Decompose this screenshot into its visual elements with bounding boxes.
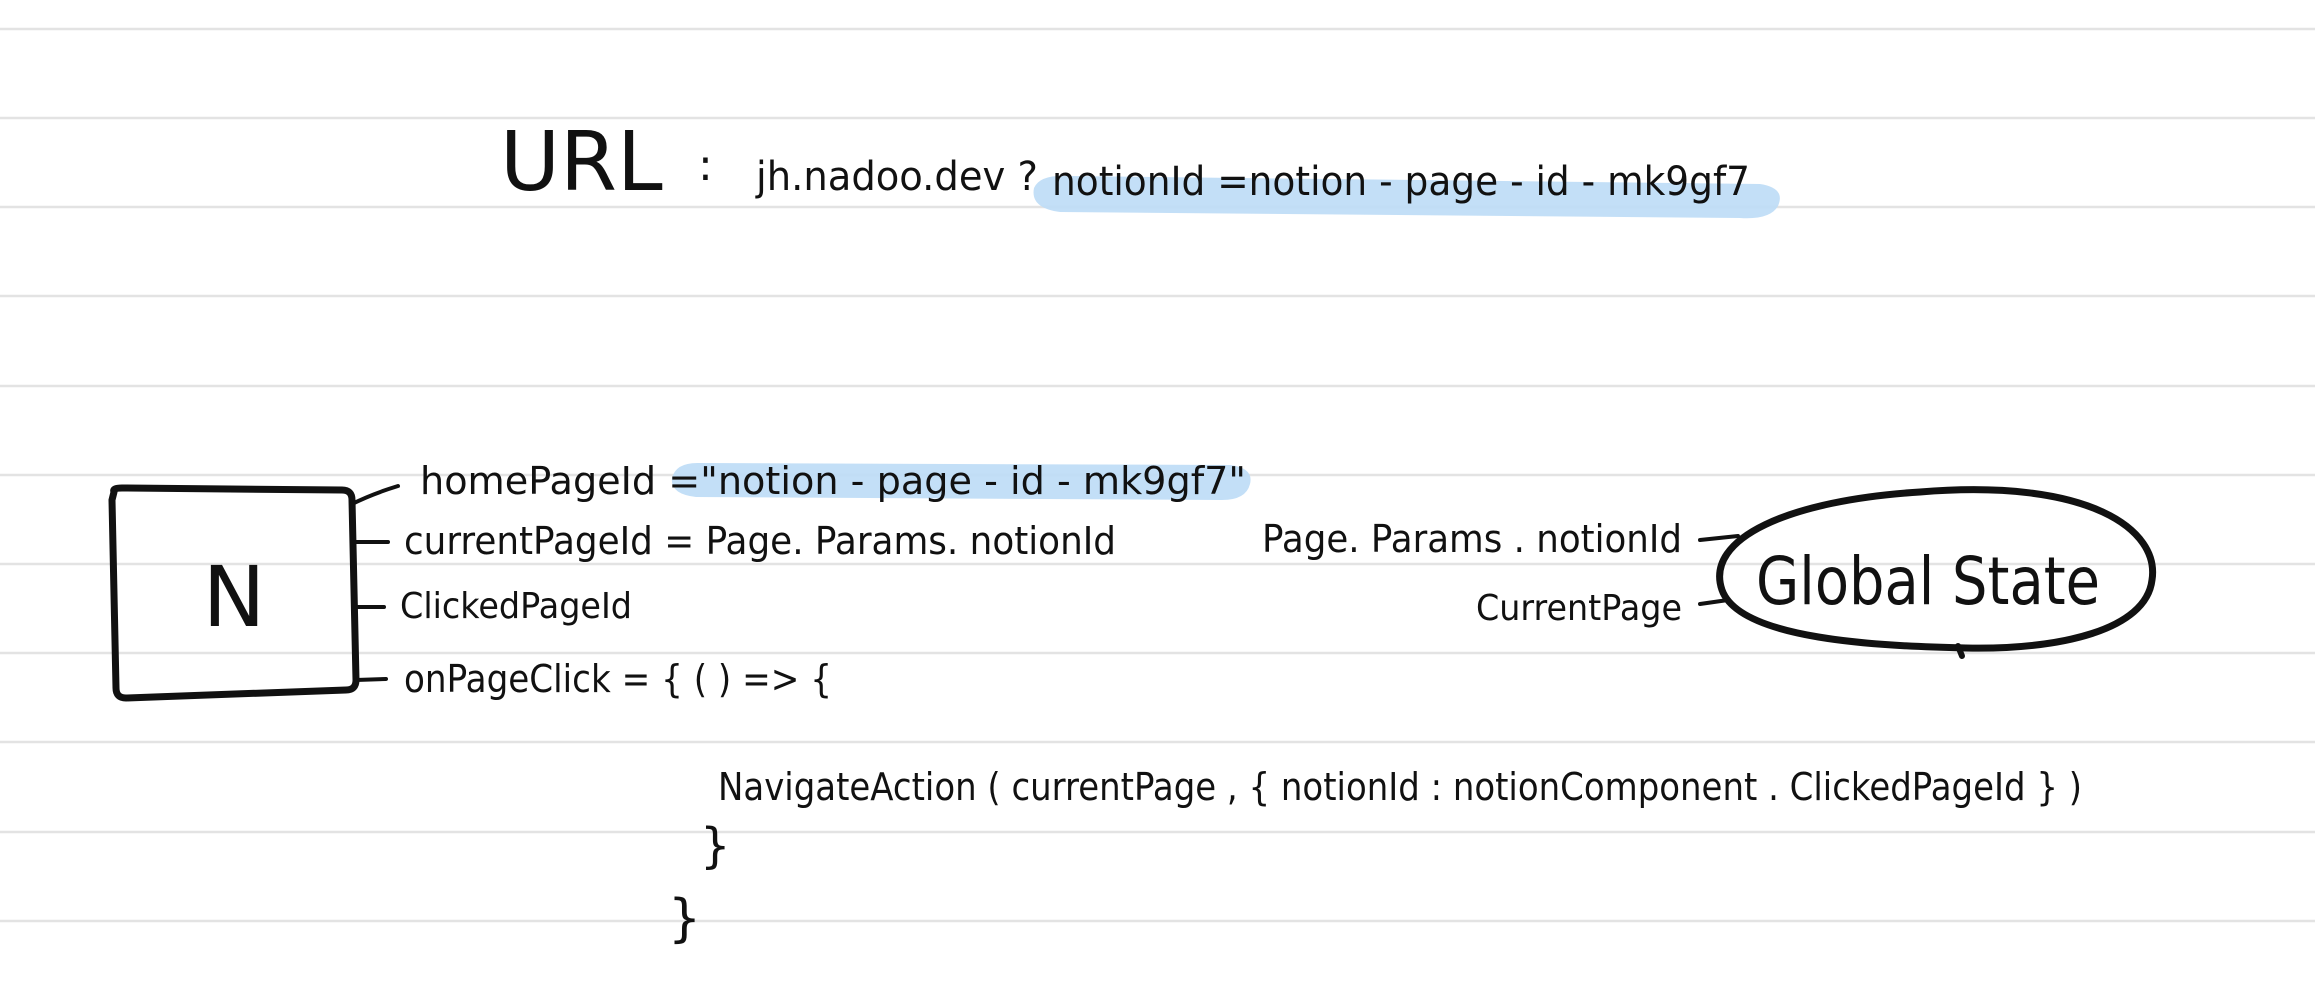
global-state: Global State Page. Params . notionId Cur…: [1262, 486, 2157, 659]
prop-onpageclick: onPageClick = { ( ) => {: [404, 657, 832, 701]
navigate-action-call: NavigateAction ( currentPage , { notionI…: [718, 765, 2082, 809]
state-connector: [1698, 598, 1730, 606]
global-state-bubble: [1716, 486, 2157, 652]
global-state-title: Global State: [1756, 543, 2100, 620]
closing-brace-inner: }: [700, 818, 731, 874]
component-name: N: [203, 548, 266, 646]
notion-component: N homePageId ="notion - page - id - mk9g…: [108, 459, 2082, 949]
state-field-currentpage: CurrentPage: [1476, 588, 1682, 629]
url-label: URL: [500, 115, 663, 210]
state-connector: [1698, 534, 1740, 542]
prop-homepageid: homePageId ="notion - page - id - mk9gf7…: [420, 459, 1246, 503]
prop-currentpageid: currentPageId = Page. Params. notionId: [404, 519, 1116, 563]
homepageid-highlight: [671, 462, 1251, 500]
closing-brace-outer: }: [668, 889, 701, 949]
url-query-param: notionId =notion - page - id - mk9gf7: [1052, 159, 1750, 205]
url-colon: :: [698, 140, 713, 191]
prop-connector: [354, 677, 388, 682]
prop-connector: [350, 484, 400, 506]
prop-clickedpageid: ClickedPageId: [400, 586, 632, 627]
url-param-highlight: [1033, 175, 1780, 219]
state-field-params-notionid: Page. Params . notionId: [1262, 517, 1682, 561]
bubble-tail: [1955, 643, 1965, 659]
url-domain: jh.nadoo.dev ?: [755, 154, 1038, 200]
url-header: URL : jh.nadoo.dev ? notionId =notion - …: [500, 115, 1750, 210]
